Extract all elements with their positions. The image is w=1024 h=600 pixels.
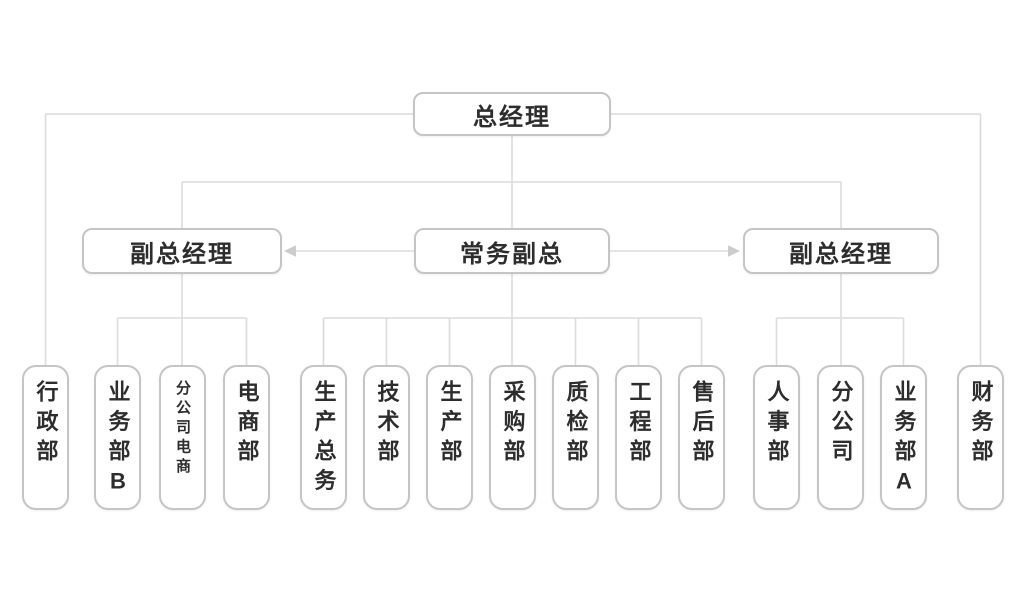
node-deputy-gm-left-label: 副总经理 [130, 240, 234, 268]
dept-after-sales-label: 售后部 [689, 380, 715, 469]
node-deputy-gm-right-label: 副总经理 [789, 240, 893, 268]
dept-purchasing[interactable]: 采购部 [489, 365, 536, 510]
dept-production-label: 生产部 [437, 380, 463, 469]
dept-business-a-label: 业务部A [891, 380, 917, 501]
edge-level2-horizontal [181, 181, 842, 228]
node-executive-deputy-gm[interactable]: 常务副总 [414, 228, 610, 274]
dept-admin[interactable]: 行政部 [22, 365, 69, 510]
dept-quality-inspection-label: 质检部 [563, 380, 589, 469]
dept-finance[interactable]: 财务部 [957, 365, 1004, 510]
dept-production-general-affairs-label: 生产总务 [311, 380, 337, 498]
dept-engineering-label: 工程部 [626, 380, 652, 469]
dept-quality-inspection[interactable]: 质检部 [552, 365, 599, 510]
dept-production-general-affairs[interactable]: 生产总务 [300, 365, 347, 510]
edges-left-subtree [116, 274, 248, 365]
dept-engineering[interactable]: 工程部 [615, 365, 662, 510]
node-deputy-gm-left[interactable]: 副总经理 [82, 228, 282, 274]
dept-business-a[interactable]: 业务部A [880, 365, 927, 510]
node-deputy-gm-right[interactable]: 副总经理 [743, 228, 939, 274]
arrowhead-right-icon [728, 245, 740, 257]
dept-after-sales[interactable]: 售后部 [678, 365, 725, 510]
dept-admin-label: 行政部 [33, 380, 59, 469]
node-general-manager[interactable]: 总经理 [413, 92, 611, 136]
dept-ecommerce[interactable]: 电商部 [223, 365, 270, 510]
dept-technology[interactable]: 技术部 [363, 365, 410, 510]
dept-business-b-label: 业务部B [105, 380, 131, 501]
dept-technology-label: 技术部 [374, 380, 400, 469]
dept-business-b[interactable]: 业务部B [94, 365, 141, 510]
dept-production[interactable]: 生产部 [426, 365, 473, 510]
dept-hr[interactable]: 人事部 [753, 365, 800, 510]
dept-purchasing-label: 采购部 [500, 380, 526, 469]
dept-branch-ecommerce-label: 分公司电商 [174, 380, 191, 478]
edges-middle-subtree [322, 274, 703, 365]
node-executive-deputy-gm-label: 常务副总 [460, 240, 564, 268]
arrowhead-left-icon [284, 245, 296, 257]
dept-branch-ecommerce[interactable]: 分公司电商 [159, 365, 206, 510]
dept-finance-label: 财务部 [968, 380, 994, 469]
dept-hr-label: 人事部 [764, 380, 790, 469]
dept-ecommerce-label: 电商部 [234, 380, 260, 469]
edges-right-subtree [775, 274, 905, 365]
node-general-manager-label: 总经理 [473, 103, 551, 131]
dept-branch-company[interactable]: 分公司 [817, 365, 864, 510]
dept-branch-company-label: 分公司 [828, 380, 854, 469]
